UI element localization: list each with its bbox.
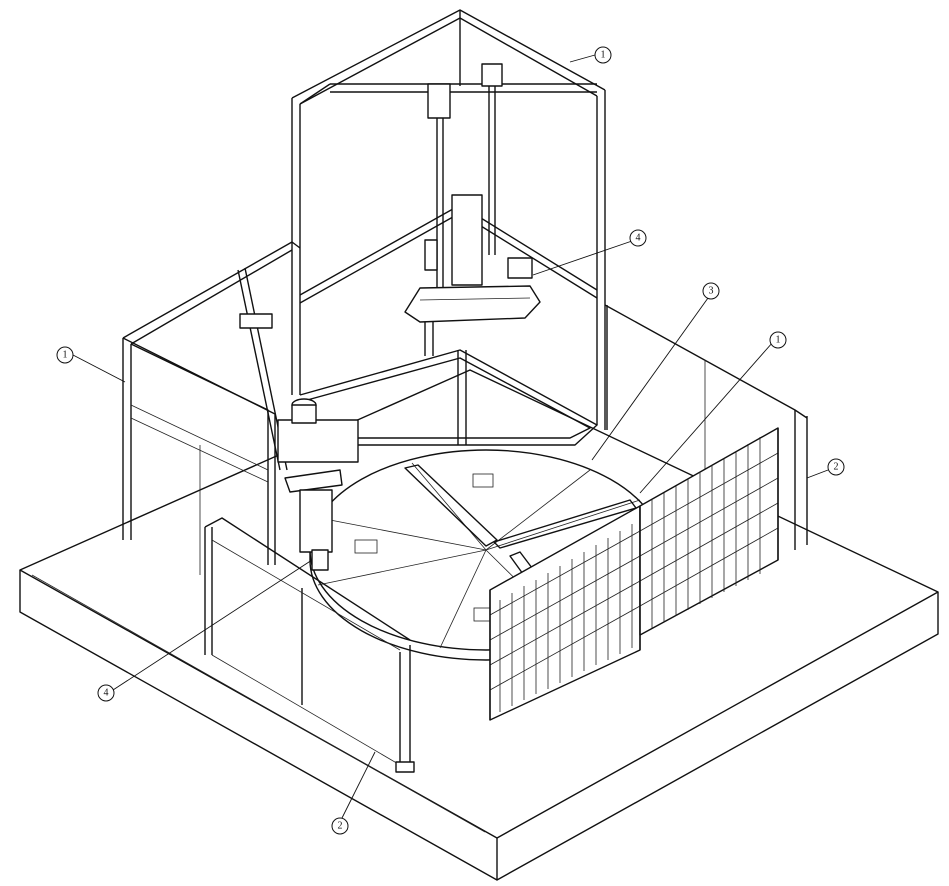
callout-label: 2 xyxy=(834,462,839,473)
callout-robot-left: 4 xyxy=(97,684,115,702)
callout-label: 4 xyxy=(104,688,109,699)
callout-guard-right: 2 xyxy=(827,458,845,476)
leader-lines xyxy=(72,54,829,819)
callout-frame-left: 1 xyxy=(56,346,74,364)
callout-label: 4 xyxy=(636,233,641,244)
robot-head-upper xyxy=(404,194,541,356)
robot-left xyxy=(277,398,359,571)
callout-robot-top: 4 xyxy=(629,229,647,247)
callout-label: 1 xyxy=(776,335,781,346)
callout-frame-top: 1 xyxy=(594,46,612,64)
front-guard xyxy=(204,517,415,773)
callout-label: 1 xyxy=(63,350,68,361)
mesh-gate xyxy=(489,427,779,721)
callout-frame-right: 1 xyxy=(769,331,787,349)
callout-guard-front: 2 xyxy=(331,817,349,835)
callout-label: 3 xyxy=(709,286,714,297)
callout-label: 2 xyxy=(338,821,343,832)
callout-turntable: 3 xyxy=(702,282,720,300)
callout-label: 1 xyxy=(601,50,606,61)
